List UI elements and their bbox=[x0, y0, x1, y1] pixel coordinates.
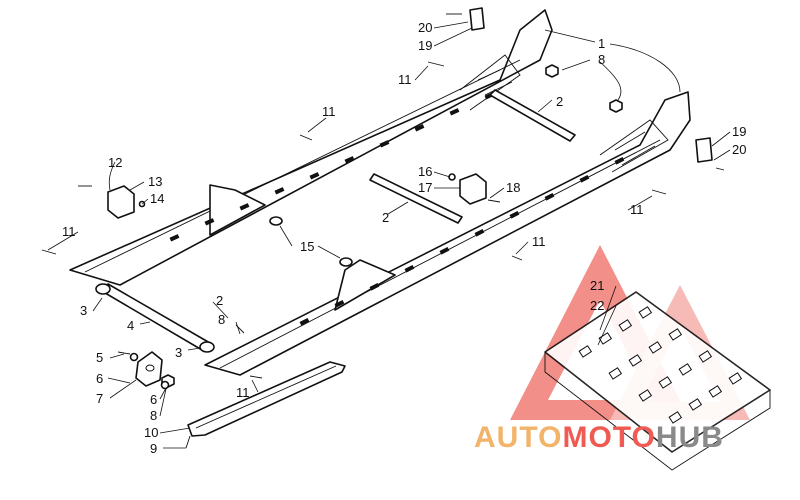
rail-far bbox=[69, 9, 553, 286]
callout-2-lower: 2 bbox=[216, 293, 223, 308]
watermark-logo: AUTOMOTOHUB bbox=[474, 421, 724, 454]
cross-shafts bbox=[95, 89, 576, 353]
callout-3-left: 3 bbox=[80, 303, 87, 318]
callout-2-upper: 2 bbox=[556, 94, 563, 109]
callout-12: 12 bbox=[108, 155, 122, 170]
callout-11-left: 11 bbox=[62, 224, 76, 239]
callout-18: 18 bbox=[506, 180, 520, 195]
callout-11-bottom: 11 bbox=[236, 385, 250, 400]
callout-16: 16 bbox=[418, 164, 432, 179]
callout-22: 22 bbox=[590, 298, 604, 313]
callout-11-mid-right: 11 bbox=[532, 234, 546, 249]
wear-strip bbox=[185, 361, 346, 449]
callout-3-right: 3 bbox=[175, 345, 182, 360]
callout-13: 13 bbox=[148, 174, 162, 189]
callout-11-top: 11 bbox=[398, 72, 412, 87]
callout-20-top: 20 bbox=[418, 20, 432, 35]
callout-20-right: 20 bbox=[732, 142, 746, 157]
callout-11-upper-mid: 11 bbox=[322, 104, 336, 119]
track-clips bbox=[578, 306, 743, 424]
leader-lines bbox=[47, 21, 731, 449]
watermark-moto: MOTO bbox=[562, 421, 655, 454]
callout-8-front: 8 bbox=[218, 312, 225, 327]
rail-near bbox=[204, 91, 691, 376]
callout-14: 14 bbox=[150, 191, 164, 206]
callout-2-middle: 2 bbox=[382, 210, 389, 225]
callout-1: 1 bbox=[598, 36, 605, 51]
callout-10: 10 bbox=[144, 425, 158, 440]
callout-8-lower-left: 8 bbox=[150, 408, 157, 423]
callout-6-right: 6 bbox=[150, 392, 157, 407]
callout-19-top: 19 bbox=[418, 38, 432, 53]
callout-19-right: 19 bbox=[732, 124, 746, 139]
track-belt bbox=[544, 291, 771, 471]
callout-9: 9 bbox=[150, 441, 157, 456]
callout-4: 4 bbox=[127, 318, 134, 333]
callout-labels: 1 2 2 2 3 3 4 5 6 6 7 8 8 8 9 10 11 11 1… bbox=[62, 20, 746, 456]
callout-17: 17 bbox=[418, 180, 432, 195]
watermark-hub: HUB bbox=[656, 421, 724, 454]
hardware bbox=[41, 7, 725, 390]
svg-text:AUTOMOTOHUB: AUTOMOTOHUB bbox=[474, 421, 724, 454]
callout-7: 7 bbox=[96, 391, 103, 406]
callout-11-right: 11 bbox=[630, 202, 644, 217]
callout-15: 15 bbox=[300, 239, 314, 254]
callout-8-top-right: 8 bbox=[598, 52, 605, 67]
rail-near-slots bbox=[299, 156, 625, 326]
callout-21: 21 bbox=[590, 278, 604, 293]
callout-5: 5 bbox=[96, 350, 103, 365]
callout-6-left: 6 bbox=[96, 371, 103, 386]
watermark-auto: AUTO bbox=[474, 421, 562, 454]
